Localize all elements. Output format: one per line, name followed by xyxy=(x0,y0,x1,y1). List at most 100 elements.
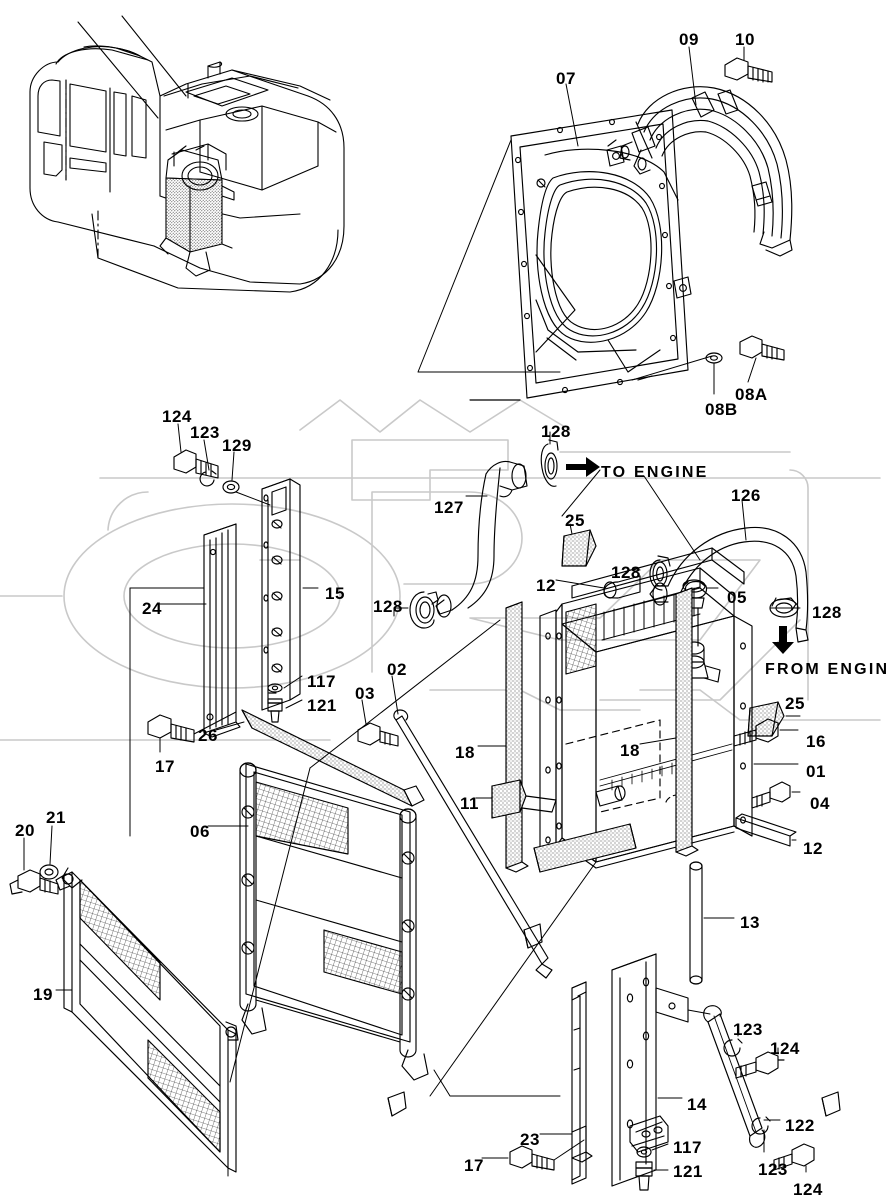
washer-08B xyxy=(705,352,723,364)
callout-20: 20 xyxy=(15,821,35,840)
callout-128: 128 xyxy=(541,422,571,441)
bolt-04 xyxy=(751,781,791,809)
callout-08B: 08B xyxy=(705,400,738,419)
cushion-11 xyxy=(491,779,557,819)
washer-117-left xyxy=(267,683,283,693)
seal-pad-26 xyxy=(241,709,425,807)
upper-hose-127 xyxy=(435,460,528,618)
screen-06 xyxy=(239,762,429,1081)
flow-label-to-engine: TO ENGINE xyxy=(601,464,709,481)
to-engine-arrow xyxy=(566,457,600,477)
clamp-128-mid-left xyxy=(409,591,439,629)
wedge-small xyxy=(387,1091,407,1117)
callout-23: 23 xyxy=(520,1130,540,1149)
bracket-23 xyxy=(571,981,593,1185)
callout-127: 127 xyxy=(434,498,464,517)
bolt-03 xyxy=(357,722,399,747)
callout-04: 04 xyxy=(810,794,830,813)
wedge-small-3 xyxy=(821,1091,841,1117)
callout-17: 17 xyxy=(464,1156,484,1175)
wedge-small-2 xyxy=(523,923,543,949)
bolt-121-left xyxy=(267,698,283,723)
seal-18-left xyxy=(505,601,529,873)
lower-hose-126 xyxy=(649,526,809,643)
callout-25: 25 xyxy=(565,511,585,530)
callout-07: 07 xyxy=(556,69,576,88)
bolt-124-top xyxy=(173,449,219,479)
callout-26: 26 xyxy=(198,726,218,745)
bolt-124-a xyxy=(735,1051,785,1079)
front-screen-19 xyxy=(55,867,239,1173)
callout-09: 09 xyxy=(679,30,699,49)
callout-03: 03 xyxy=(355,684,375,703)
seal-18-right xyxy=(675,587,699,857)
callout-25: 25 xyxy=(785,694,805,713)
clamp-128-top-hose xyxy=(540,439,559,487)
pad-25-upper xyxy=(561,529,597,567)
callout-124: 124 xyxy=(162,407,192,426)
callout-128: 128 xyxy=(611,563,641,582)
callout-124: 124 xyxy=(770,1039,800,1058)
callout-123: 123 xyxy=(758,1160,788,1179)
snapring-123-top xyxy=(199,470,217,487)
washer-117-bottom xyxy=(636,1146,652,1158)
callout-01: 01 xyxy=(806,762,826,781)
bolt-124-b xyxy=(773,1143,815,1171)
callout-16: 16 xyxy=(806,732,826,751)
callout-122: 122 xyxy=(785,1116,815,1135)
rod-13 xyxy=(689,861,703,985)
side-panel-24 xyxy=(203,523,241,738)
flow-label-from-engine: FROM ENGINE xyxy=(765,661,889,678)
callout-12: 12 xyxy=(536,576,556,595)
callout-10: 10 xyxy=(735,30,755,49)
bolt-16 xyxy=(733,718,779,747)
callout-121: 121 xyxy=(307,696,337,715)
bolt-17-left xyxy=(147,714,195,743)
callout-117: 117 xyxy=(673,1138,702,1157)
callout-123: 123 xyxy=(733,1020,763,1039)
machine-overview xyxy=(29,15,345,293)
flow-arrows xyxy=(566,457,794,654)
bolt-20 xyxy=(9,869,59,895)
radiator-core-01 xyxy=(555,547,753,869)
washer-21 xyxy=(39,864,59,880)
callout-08A: 08A xyxy=(735,385,768,404)
callout-21: 21 xyxy=(46,808,66,827)
lower-seal-bar xyxy=(533,823,637,873)
inlet-12 xyxy=(603,575,641,599)
bar-12-right xyxy=(735,813,797,847)
callout-12: 12 xyxy=(803,839,823,858)
callout-123: 123 xyxy=(190,423,220,442)
callout-11: 11 xyxy=(460,794,479,813)
washer-129 xyxy=(222,480,240,494)
support-rail-15 xyxy=(261,478,301,711)
callout-15: 15 xyxy=(325,584,345,603)
callout-05: 05 xyxy=(727,588,747,607)
rod-02 xyxy=(393,709,553,979)
bolt-08A xyxy=(739,335,785,361)
callout-06: 06 xyxy=(190,822,210,841)
callout-17: 17 xyxy=(155,757,175,776)
callout-128: 128 xyxy=(812,603,842,622)
bolt-17-bottom xyxy=(509,1145,555,1171)
callout-19: 19 xyxy=(33,985,53,1004)
bolt-10 xyxy=(724,57,773,83)
callout-18: 18 xyxy=(620,741,640,760)
snapring-123-b xyxy=(751,1116,771,1135)
fan-shroud-assembly xyxy=(417,109,692,401)
callout-18: 18 xyxy=(455,743,475,762)
callout-02: 02 xyxy=(387,660,407,679)
hose-bundle-09 xyxy=(607,86,793,257)
bolt-121-bottom xyxy=(635,1161,653,1191)
callout-24: 24 xyxy=(142,599,162,618)
callout-129: 129 xyxy=(222,436,252,455)
clamp-128-hose126-left xyxy=(649,555,671,591)
from-engine-arrow xyxy=(772,626,794,654)
callout-121: 121 xyxy=(673,1162,703,1181)
callout-124: 124 xyxy=(793,1180,823,1199)
callout-117: 117 xyxy=(307,672,336,691)
callout-13: 13 xyxy=(740,913,760,932)
callout-126: 126 xyxy=(731,486,761,505)
